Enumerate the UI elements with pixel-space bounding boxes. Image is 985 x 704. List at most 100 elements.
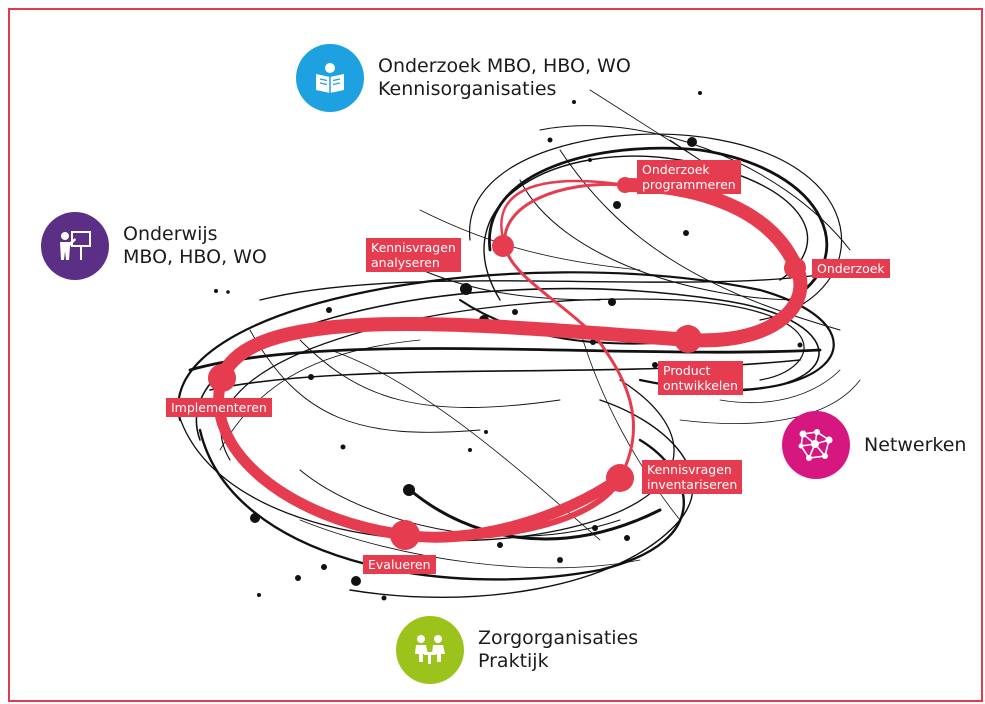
node-dot — [624, 535, 630, 541]
actor-onderzoek-line1: Onderzoek MBO, HBO, WO — [378, 55, 631, 77]
step-node-kennisvragen-inventariseren — [606, 464, 634, 492]
network-icon — [782, 411, 850, 479]
step-node-kennisvragen-analyseren — [492, 235, 514, 257]
step-kennisvragen-analyseren: Kennisvragen analyseren — [366, 238, 461, 272]
node-dot — [326, 307, 332, 313]
node-dot — [588, 158, 592, 162]
figure-frame — [8, 8, 983, 702]
node-dot — [214, 289, 218, 293]
step-node-onderzoek-programmeren — [617, 177, 633, 193]
node-dot — [381, 595, 387, 601]
node-dot — [512, 309, 518, 315]
step-onderzoek: Onderzoek — [812, 259, 890, 278]
step-kennisvragen-analyseren-line2: analyseren — [371, 255, 440, 270]
step-onderzoek-line1: Onderzoek — [817, 261, 885, 276]
actor-netwerken-line1: Netwerken — [864, 433, 967, 456]
node-dot — [797, 342, 803, 348]
node-dot — [308, 374, 314, 380]
node-dot — [557, 557, 563, 563]
actor-onderzoek-line2: Kennisorganisaties — [378, 78, 557, 100]
node-dot — [295, 575, 301, 581]
node-dot — [592, 525, 598, 531]
step-kennisvragen-analyseren-line1: Kennisvragen — [371, 240, 456, 255]
node-dot — [687, 137, 697, 147]
actor-onderwijs: Onderwijs MBO, HBO, WO — [41, 212, 267, 280]
step-evalueren-line1: Evalueren — [368, 557, 431, 572]
step-onderzoek-programmeren: Onderzoek programmeren — [637, 160, 741, 194]
node-dot — [547, 137, 553, 143]
actor-onderwijs-line1: Onderwijs — [123, 223, 218, 245]
orbit-line — [488, 146, 829, 302]
care-meeting-icon — [396, 616, 464, 684]
step-implementeren: Implementeren — [166, 398, 272, 417]
node-dot — [403, 484, 415, 496]
step-evalueren: Evalueren — [363, 555, 436, 574]
node-dot — [572, 100, 576, 104]
node-dot — [683, 230, 689, 236]
node-dot — [698, 91, 702, 95]
step-kennisvragen-inventariseren: Kennisvragen inventariseren — [642, 460, 743, 494]
step-product-ontwikkelen-line2: ontwikkelen — [663, 378, 738, 393]
actor-zorg-line1: Zorgorganisaties — [478, 627, 639, 649]
step-node-implementeren — [208, 364, 236, 392]
step-node-product-ontwikkelen — [674, 325, 702, 353]
actor-onderwijs-label: Onderwijs MBO, HBO, WO — [123, 223, 267, 269]
actor-onderzoek-label: Onderzoek MBO, HBO, WO Kennisorganisatie… — [378, 55, 631, 101]
node-dot — [497, 542, 503, 548]
cycle-path-top — [500, 179, 627, 247]
orbit-line — [188, 347, 822, 372]
orbit-line — [679, 379, 861, 424]
cycle-path-thin — [503, 182, 635, 480]
orbit-line — [719, 369, 841, 404]
node-dot — [652, 362, 658, 368]
orbit-line — [299, 519, 641, 569]
step-product-ontwikkelen-line1: Product — [663, 363, 711, 378]
book-reader-icon — [296, 44, 364, 112]
cycle-path-lower — [213, 372, 626, 543]
orbit-line — [198, 428, 685, 581]
actor-zorg: Zorgorganisaties Praktijk — [396, 616, 638, 684]
orbit-line — [589, 89, 701, 161]
orbit-line — [299, 469, 621, 537]
step-node-evalueren — [390, 520, 420, 550]
node-dot — [226, 290, 230, 294]
cycle-path-lower-mid — [402, 475, 623, 541]
actor-zorg-label: Zorgorganisaties Praktijk — [478, 627, 638, 673]
step-onderzoek-programmeren-line2: programmeren — [642, 177, 736, 192]
orbit-line — [483, 155, 809, 301]
teacher-icon — [41, 212, 109, 280]
actor-onderwijs-line2: MBO, HBO, WO — [123, 246, 267, 268]
cycle-path-main — [215, 178, 808, 385]
orbit-line — [579, 329, 681, 521]
orbit-line — [174, 379, 675, 542]
actor-onderzoek: Onderzoek MBO, HBO, WO Kennisorganisatie… — [296, 44, 631, 112]
node-dot — [590, 339, 596, 345]
orbit-line — [249, 329, 481, 433]
node-dot — [608, 298, 616, 306]
step-implementeren-line1: Implementeren — [171, 400, 267, 415]
node-dot — [460, 283, 472, 295]
actor-netwerken-label: Netwerken — [864, 434, 966, 457]
node-dot — [613, 201, 621, 209]
node-dot — [468, 448, 472, 452]
actor-zorg-line2: Praktijk — [478, 650, 549, 672]
node-dot — [321, 564, 327, 570]
step-node-onderzoek — [784, 257, 806, 279]
node-dot — [340, 444, 346, 450]
actor-netwerken: Netwerken — [782, 411, 966, 479]
step-kennisvragen-inventariseren-line2: inventariseren — [647, 477, 738, 492]
orbit-line — [539, 125, 851, 251]
orbit-line — [259, 269, 851, 301]
step-product-ontwikkelen: Product ontwikkelen — [658, 361, 743, 395]
orbit-line — [177, 271, 835, 422]
orbit-line — [408, 488, 662, 541]
orbit-line — [419, 209, 641, 271]
orbit-line — [349, 399, 694, 599]
orbit-line — [219, 339, 421, 451]
node-dot — [250, 513, 260, 523]
node-dot — [484, 430, 488, 434]
orbit-line — [299, 339, 561, 408]
node-dot — [351, 576, 361, 586]
